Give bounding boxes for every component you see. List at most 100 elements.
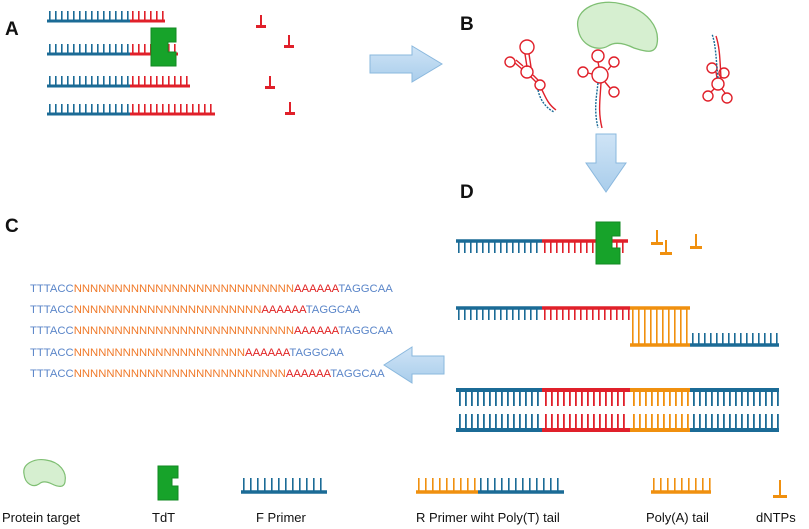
extended-strand-4-base [138, 104, 140, 114]
d-f-primer-row2-base [494, 308, 496, 320]
d-duplex-base-bottom [495, 414, 497, 428]
d-poly-a-row2 [630, 306, 690, 344]
legend-f-primer-strand-base [299, 478, 301, 492]
extended-strand-3-base [180, 76, 182, 86]
d-duplex-base-top [771, 392, 773, 406]
d-duplex-base-bottom [711, 414, 713, 428]
d-poly-a-row2-base [680, 308, 682, 344]
d-duplex-base-top [489, 392, 491, 406]
legend-poly-a-strand-base [674, 478, 676, 492]
f-primer-strand-4-base [97, 104, 99, 114]
sequence-suffix: TAGGCAA [330, 368, 385, 380]
legend-f-primer-label: F Primer [256, 510, 307, 525]
d-duplex-base-bottom [663, 414, 665, 428]
extended-strand-3 [130, 76, 190, 88]
sequence-suffix: TAGGCAA [289, 347, 344, 359]
f-primer-strand-3-base [55, 76, 57, 86]
d-duplex-base-top [471, 392, 473, 406]
f-primer-strand-1-base [55, 11, 57, 21]
d-duplex-base-top [617, 392, 619, 406]
f-primer-strand-3-base [67, 76, 69, 86]
d-duplex-base-bottom [705, 414, 707, 428]
d-duplex-bottom-2 [542, 428, 630, 432]
d-duplex-base-bottom [531, 414, 533, 428]
d-duplex-base-bottom [611, 414, 613, 428]
legend-r-primer-strand-base [487, 478, 489, 492]
d-duplex-base-top [507, 392, 509, 406]
d-random-region-row1-base [622, 241, 624, 253]
sequence-polya: AAAAAA [261, 304, 307, 316]
d-duplex-base-top [569, 392, 571, 406]
legend-f-primer-icon [241, 478, 327, 494]
legend-protein-target-icon [23, 459, 66, 487]
legend-r-primer-strand-base [536, 478, 538, 492]
legend-r-primer-strand [478, 478, 564, 494]
legend-poly-a-strand-base [667, 478, 669, 492]
d-duplex-base-top [711, 392, 713, 406]
d-duplex-base-bottom [587, 414, 589, 428]
f-primer-strand-2-base [115, 44, 117, 54]
f-primer-strand-1-base [97, 11, 99, 21]
f-primer-strand-1-base [61, 11, 63, 21]
nucleotide-stem [288, 35, 290, 45]
d-r-primer-row2-base [740, 333, 742, 345]
d-r-primer-row2-base [776, 333, 778, 345]
d-random-region-row1-base [556, 241, 558, 253]
extended-strand-3-base [186, 76, 188, 86]
legend-r-poly-t-strand-base [446, 478, 448, 492]
d-f-primer-row1-base [536, 241, 538, 253]
extended-strand-3-base [168, 76, 170, 86]
f-primer-strand-2-base [55, 44, 57, 54]
legend-poly-a-strand-base [702, 478, 704, 492]
legend-r-primer-strand-base [501, 478, 503, 492]
d-poly-t-row2-base [656, 344, 658, 345]
d-duplex-base-top [599, 392, 601, 406]
d-duplex-base-top [687, 392, 689, 406]
d-duplex-base-bottom [471, 414, 473, 428]
d-random-region-row1-base [580, 241, 582, 253]
panel-label-a: A [5, 19, 19, 40]
legend-f-primer-strand [241, 478, 327, 494]
d-duplex-base-bottom [747, 414, 749, 428]
f-primer-strand-3-base [103, 76, 105, 86]
d-duplex-base-top [605, 392, 607, 406]
extended-strand-4-base [180, 104, 182, 114]
d-poly-a-row2-base [644, 308, 646, 344]
extended-strand-3-base [150, 76, 152, 86]
d-duplex-base-top [495, 392, 497, 406]
d-duplex-base-top [699, 392, 701, 406]
nucleotide-stem [269, 76, 271, 86]
d-duplex-base-bottom [507, 414, 509, 428]
d-r-primer-row2-base [758, 333, 760, 345]
d-duplex-base-bottom [723, 414, 725, 428]
f-primer-strand-4-base [85, 104, 87, 114]
d-poly-t-row2-base [680, 344, 682, 345]
d-duplex-base-top [741, 392, 743, 406]
legend-f-primer-strand-base [285, 478, 287, 492]
d-r-primer-row2-base [770, 333, 772, 345]
extended-strand-4-base [156, 104, 158, 114]
d-duplex-base-top [675, 392, 677, 406]
d-duplex-top-1 [456, 388, 542, 392]
f-primer-strand-3-base [85, 76, 87, 86]
d-duplex-base-bottom [675, 414, 677, 428]
d-duplex-base-bottom [651, 414, 653, 428]
d-duplex-base-top [563, 392, 565, 406]
d-duplex-base-top [575, 392, 577, 406]
f-primer-strand-3 [47, 76, 130, 88]
d-duplex-base-bottom [563, 414, 565, 428]
d-duplex-base-top [531, 392, 533, 406]
legend-r-primer-strand-base [529, 478, 531, 492]
f-primer-strand-3-base [61, 76, 63, 86]
extended-strand-3-base [132, 76, 134, 86]
d-poly-t-row2-base [662, 344, 664, 345]
d-poly-t-row2-base [638, 344, 640, 345]
d-random-region-row2-base [544, 308, 546, 320]
legend-poly-a-icon [651, 478, 711, 494]
d-duplex-base-top [611, 392, 613, 406]
free-nucleotide-3 [265, 76, 275, 89]
d-f-primer-row2-base [524, 308, 526, 320]
d-duplex-base-bottom [687, 414, 689, 428]
f-primer-strand-4-base [55, 104, 57, 114]
d-duplex-top-3 [630, 388, 690, 392]
